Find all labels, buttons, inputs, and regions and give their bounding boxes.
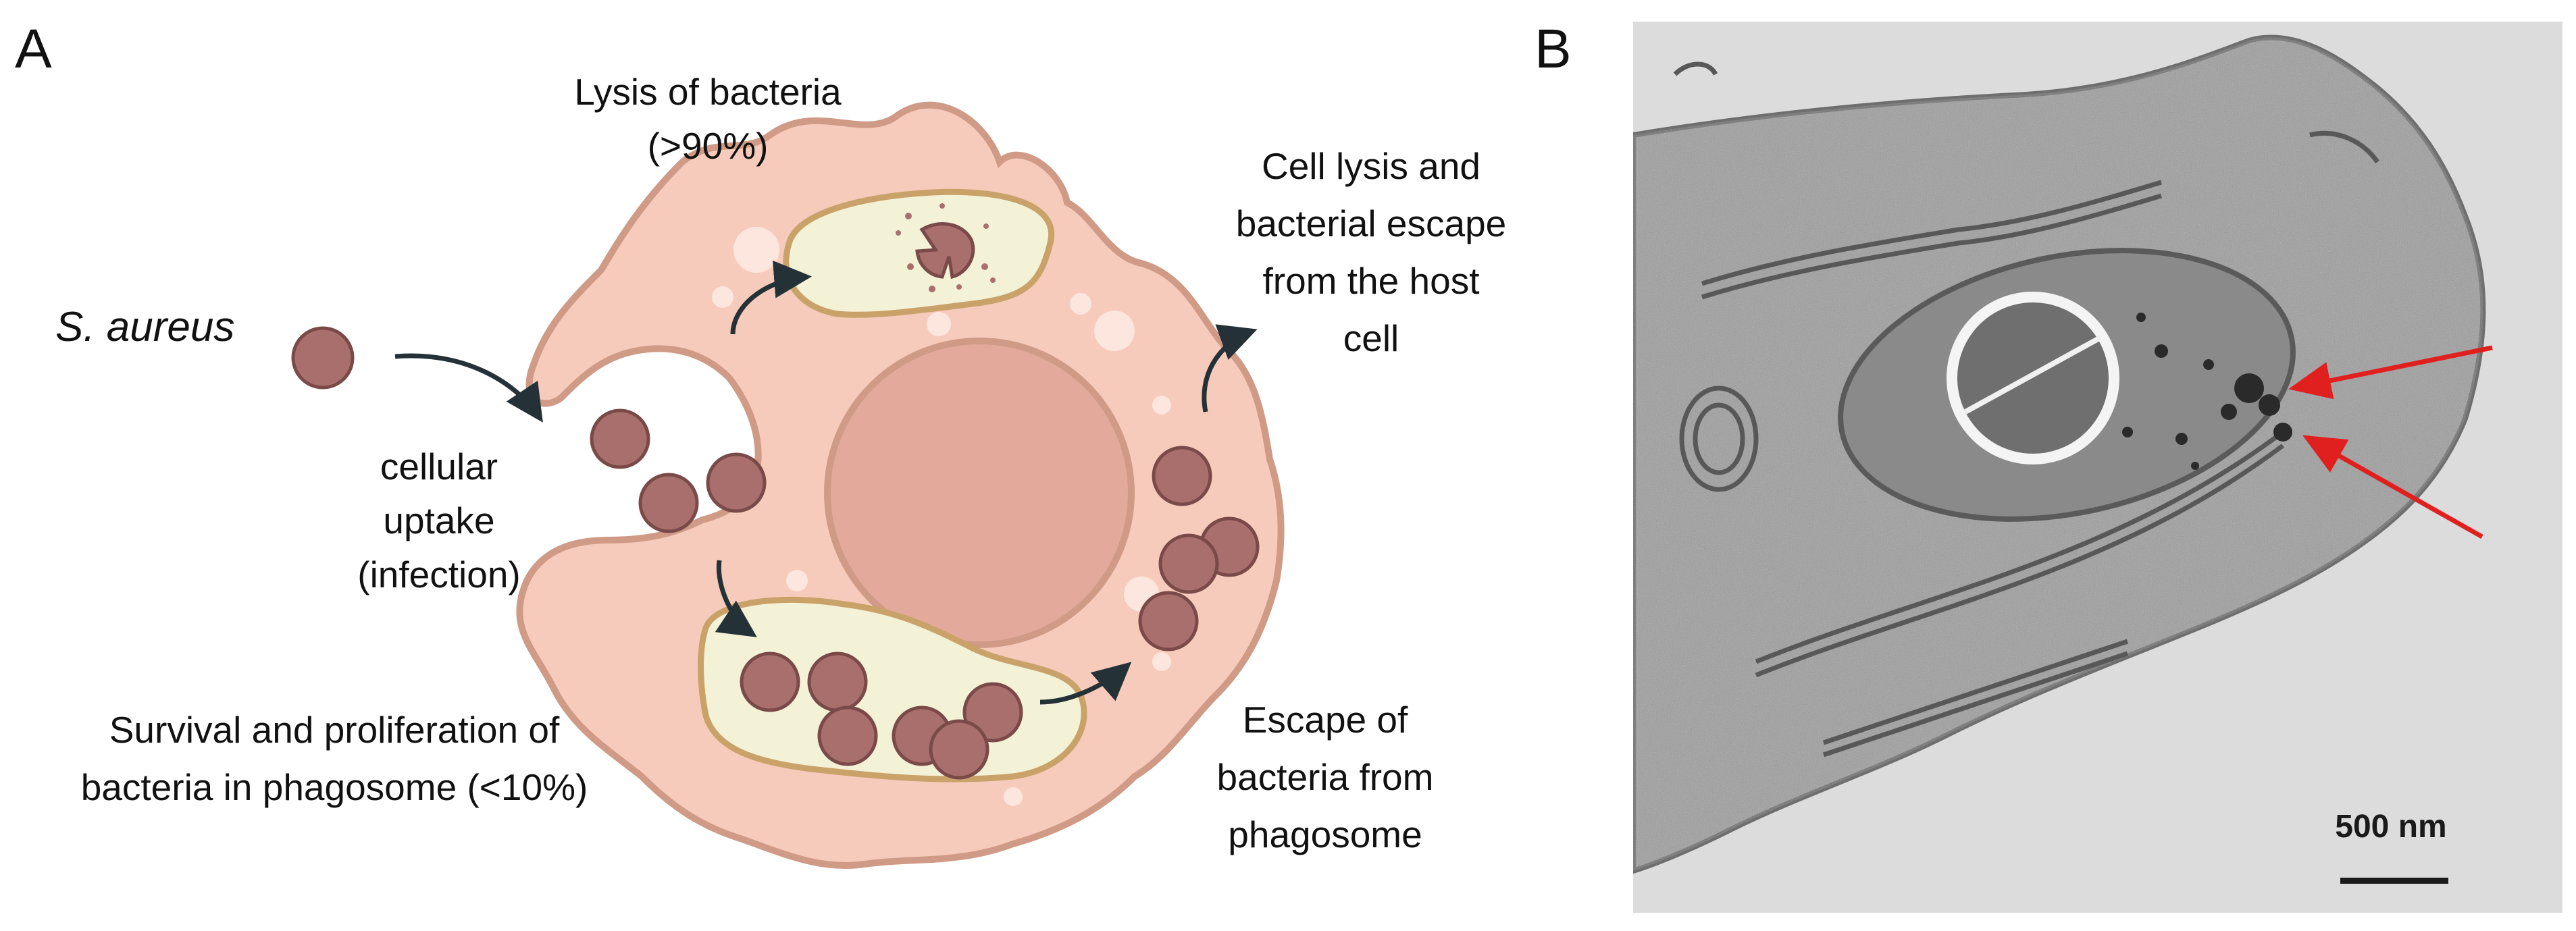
bacterium-uptake [638,473,699,533]
bacterium-phagosome [740,651,800,712]
membranes [1673,61,2379,757]
svg-text:Escape of: Escape of [1243,699,1408,741]
bacterium-uptake [590,408,650,469]
dense-granules [1994,313,2292,470]
svg-text:Survival and proliferation of: Survival and proliferation of [109,709,560,751]
lysis-label: Lysis of bacteria (>90%) [574,71,842,167]
to-phagosome-arrow [715,560,757,637]
bacteria [291,326,1260,780]
bacterium-phagosome [962,682,1023,743]
red-arrow-upper [2288,345,2493,400]
panel-b-letter: B [1535,18,1572,80]
phagosome-escape-arrow [1039,662,1132,705]
nucleus [824,338,1135,648]
svg-text:phagosome: phagosome [1228,814,1422,855]
lysed-bacterium [915,222,975,280]
lysis-arrow [730,260,812,335]
svg-text:cell: cell [1343,317,1399,359]
svg-text:uptake: uptake [383,500,494,541]
svg-text:(infection): (infection) [357,554,520,595]
lysis-phagosome [783,188,1055,318]
organism-label: S. aureus [55,304,234,350]
tem-micrograph: 500 nm [1633,22,2562,913]
svg-text:bacteria in phagosome (<10%): bacteria in phagosome (<10%) [81,766,588,808]
bacterium-phagosome [807,651,868,712]
escape-label: Escape of bacteria from phagosome [1217,699,1434,855]
svg-text:Lysis of bacteria: Lysis of bacteria [574,71,842,113]
cytoplasm-vesicles [712,227,1171,806]
internalized-bacterium [1947,292,2119,464]
uptake-arrow [394,353,543,423]
scale-bar-label: 500 nm [2335,809,2446,845]
process-arrows [394,260,1258,705]
bacterium-escaped [1158,533,1219,594]
svg-text:Cell lysis and: Cell lysis and [1262,145,1480,187]
scale-bar [2340,878,2448,884]
svg-text:from the host: from the host [1263,260,1480,302]
cell-lysis-label: Cell lysis and bacterial escape from the… [1236,145,1507,359]
bacterium-escaped [1152,446,1212,506]
bacterium-escaped [1138,591,1199,651]
panel-a-letter: A [15,18,52,80]
bacterium-phagosome [929,719,989,780]
cell-escape-arrow [1202,324,1258,413]
bacterium-uptake [706,452,767,513]
bacterium-phagosome [817,706,878,766]
svg-text:bacterial escape: bacterial escape [1236,203,1507,244]
survival-label: Survival and proliferation of bacteria i… [81,709,588,808]
svg-text:cellular: cellular [380,446,498,487]
svg-text:bacteria from: bacteria from [1217,756,1434,798]
uptake-label: cellular uptake (infection) [357,446,520,595]
red-arrow-lower [2302,435,2483,539]
svg-text:(>90%): (>90%) [648,125,769,167]
bacterium-free [291,326,355,390]
